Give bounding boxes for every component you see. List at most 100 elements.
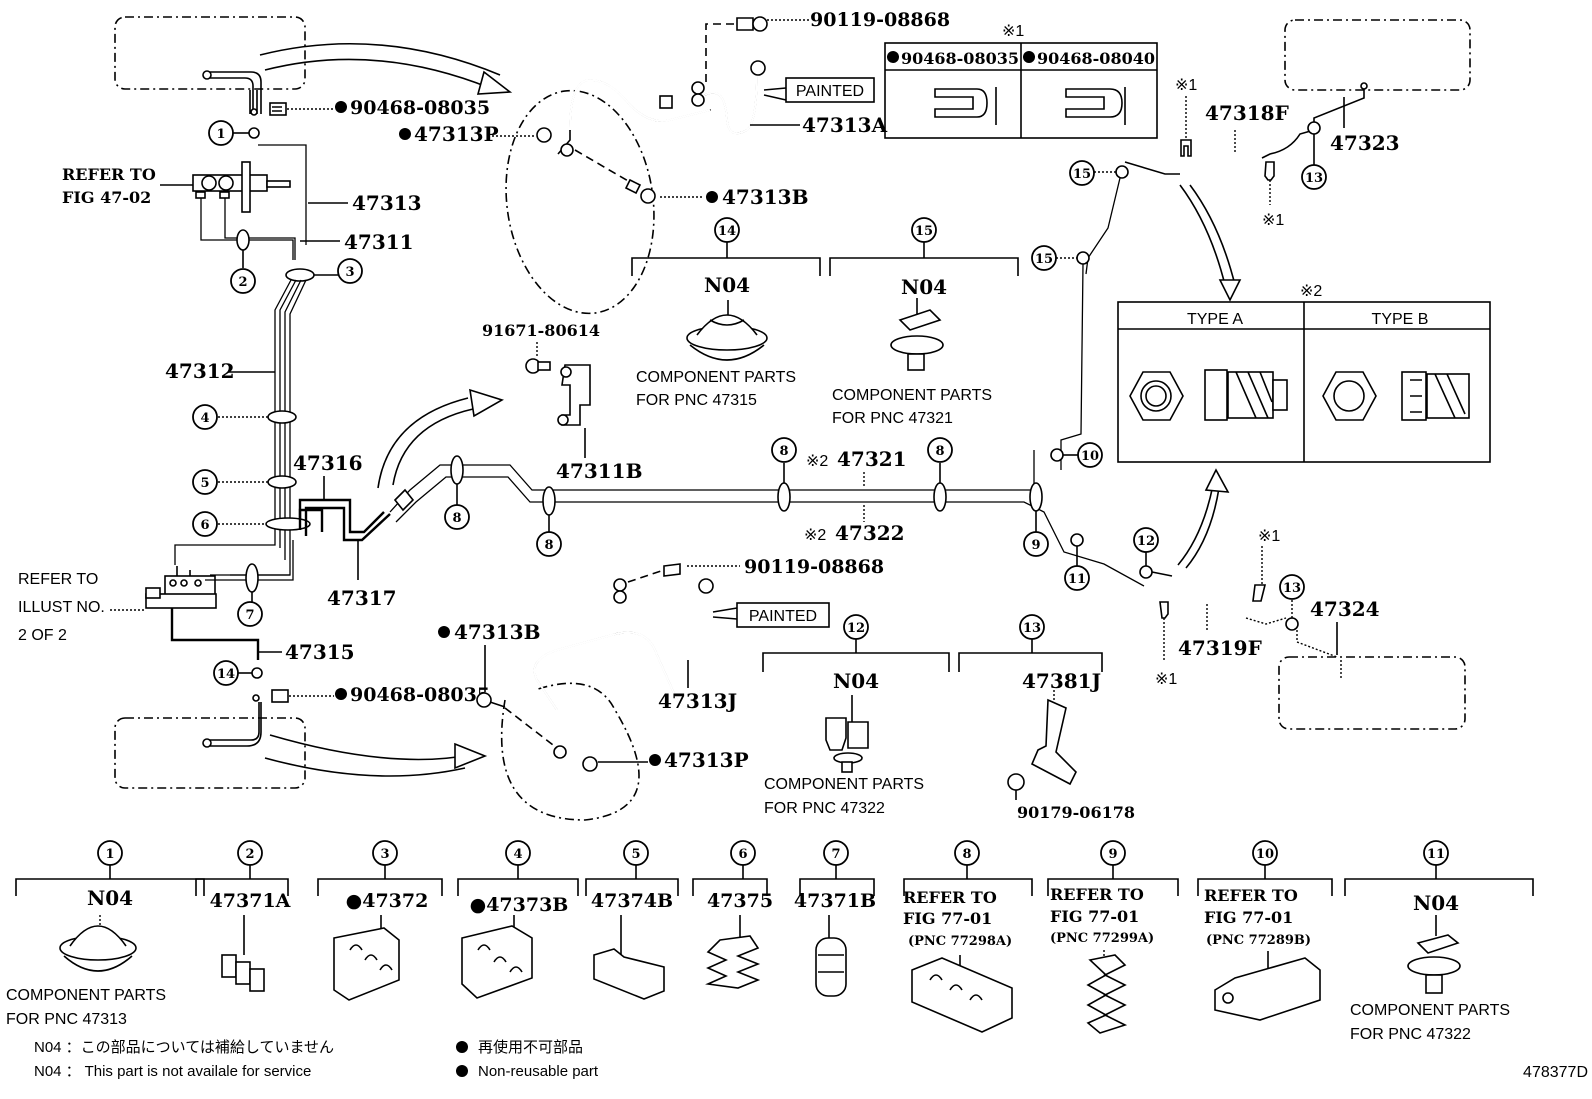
callout-9-circle xyxy=(1023,531,1049,557)
part-label-90119-08868-bottom[interactable]: 90119-08868 xyxy=(744,556,884,578)
part-label-47311B[interactable]: 47311B xyxy=(556,459,642,483)
part-label-47313[interactable]: 47313 xyxy=(352,191,422,215)
part-label-47313P-top[interactable]: 47313P xyxy=(414,122,499,146)
svg-text:6: 6 xyxy=(200,518,209,533)
brake-pipe-47316 xyxy=(298,498,385,534)
part-label-91671-80614[interactable]: 91671-80614 xyxy=(482,321,600,340)
part-label-47322[interactable]: 47322 xyxy=(835,521,905,545)
part-label-47315[interactable]: 47315 xyxy=(285,640,355,664)
rear-hose-bottom-detail xyxy=(476,563,714,821)
bracket-47311B xyxy=(525,358,591,426)
front-hose-top-detail xyxy=(505,16,768,315)
svg-text:11: 11 xyxy=(1427,847,1445,862)
svg-text:15: 15 xyxy=(1073,167,1091,182)
group-14-desc2: FOR PNC 47315 xyxy=(636,392,757,409)
part-label-47321[interactable]: 47321 xyxy=(837,447,907,471)
part-label-47313P-bottom[interactable]: 47313P xyxy=(664,748,749,772)
part-label-47317[interactable]: 47317 xyxy=(327,586,397,610)
clip-table-col-1[interactable]: 90468-08035 xyxy=(901,49,1019,68)
part-label-47313A[interactable]: 47313A xyxy=(802,113,888,137)
svg-text:3: 3 xyxy=(380,847,389,862)
bottom-group-10-line1: REFER TO xyxy=(1204,886,1298,905)
clip-icon xyxy=(1252,584,1267,602)
part-label-47313B-top[interactable]: 47313B xyxy=(722,185,808,209)
bottom-group-8-line1: REFER TO xyxy=(903,888,997,907)
refer-fig-47-02-line2[interactable]: FIG 47-02 xyxy=(62,188,151,207)
proportioning-valve xyxy=(192,161,291,213)
svg-text:13: 13 xyxy=(1305,171,1323,186)
top-left-reference-area xyxy=(114,16,513,116)
note1-mark: ※1 xyxy=(1258,528,1280,545)
callout-11-circle xyxy=(1064,565,1090,591)
svg-text:8: 8 xyxy=(779,444,788,459)
refer-illust-line1: REFER TO xyxy=(18,571,98,588)
callout-8-circle xyxy=(444,504,470,530)
svg-text:6: 6 xyxy=(738,847,747,862)
bottom-group-8-line2[interactable]: FIG 77-01 xyxy=(903,909,992,928)
bottom-group-11-part: N04 xyxy=(1413,891,1459,915)
group-14-part: N04 xyxy=(704,273,750,297)
type-b-header: TYPE B xyxy=(1372,311,1429,328)
part-label-47313J[interactable]: 47313J xyxy=(658,689,737,713)
bottom-group-2-part: 47371A xyxy=(210,890,291,912)
bottom-callout-group-1: 1 xyxy=(15,840,205,972)
svg-text:7: 7 xyxy=(245,608,254,623)
bottom-group-8-line3: (PNC 77298A) xyxy=(908,934,1012,949)
clip-icon xyxy=(1264,161,1275,181)
svg-text:4: 4 xyxy=(513,847,522,862)
svg-text:11: 11 xyxy=(1068,572,1086,587)
part-label-47312[interactable]: 47312 xyxy=(165,359,235,383)
svg-text:5: 5 xyxy=(200,476,209,491)
brake-pipe-47313 xyxy=(258,144,307,245)
junction-block xyxy=(145,540,294,609)
part-label-90468-08035-top[interactable]: 90468-08035 xyxy=(350,97,490,119)
group-13-part: 47381J xyxy=(1022,669,1101,693)
non-reusable-marker xyxy=(399,128,411,140)
clip-table-col-2[interactable]: 90468-08040 xyxy=(1037,49,1155,68)
non-reusable-marker xyxy=(335,688,347,700)
bottom-callout-group-11: 11 xyxy=(1344,840,1534,994)
svg-text:13: 13 xyxy=(1283,581,1301,596)
svg-text:2: 2 xyxy=(238,275,247,290)
type-a-header: TYPE A xyxy=(1187,311,1243,328)
bottom-group-1-part: N04 xyxy=(87,886,133,910)
bottom-callout-group-7: 7 xyxy=(799,840,875,997)
svg-text:8: 8 xyxy=(935,444,944,459)
part-label-47313B-bottom[interactable]: 47313B xyxy=(454,620,540,644)
part-label-47318F[interactable]: 47318F xyxy=(1205,101,1289,125)
figure-id: 478377D xyxy=(1523,1064,1588,1081)
group-12-part: N04 xyxy=(833,669,879,693)
part-label-47311[interactable]: 47311 xyxy=(344,230,414,254)
callout-4-circle xyxy=(192,404,218,430)
refer-illust-line3: 2 OF 2 xyxy=(18,627,67,644)
part-label-90119-08868-top[interactable]: 90119-08868 xyxy=(810,9,950,31)
group-13-sub[interactable]: 90179-06178 xyxy=(1017,803,1135,822)
brake-pipe-47317 xyxy=(304,506,391,542)
bottom-group-10-line2[interactable]: FIG 77-01 xyxy=(1204,908,1293,927)
part-label-90468-08035-bottom[interactable]: 90468-08035 xyxy=(350,684,490,706)
bottom-callout-group-5: 5 xyxy=(585,840,679,1000)
clip-icon xyxy=(269,102,287,116)
painted-tag-top xyxy=(785,77,875,103)
part-label-47324[interactable]: 47324 xyxy=(1310,597,1380,621)
callout-group-13: 13 xyxy=(958,614,1103,800)
non-reusable-marker xyxy=(706,191,718,203)
part-label-47316[interactable]: 47316 xyxy=(293,451,363,475)
svg-text:14: 14 xyxy=(217,667,235,682)
bottom-group-9-line1: REFER TO xyxy=(1050,885,1144,904)
clip-icon xyxy=(1159,601,1169,619)
part-label-47323[interactable]: 47323 xyxy=(1330,131,1400,155)
refer-illust-line2[interactable]: ILLUST NO. xyxy=(18,599,105,616)
callout-8-circle xyxy=(771,437,797,463)
callout-group-15: 15 xyxy=(829,217,1019,371)
svg-text:14: 14 xyxy=(718,224,736,239)
callout-6-circle xyxy=(192,511,218,537)
bottom-callout-group-3: 3 xyxy=(317,840,443,1001)
svg-text:9: 9 xyxy=(1108,847,1117,862)
bottom-group-11-desc1: COMPONENT PARTS xyxy=(1350,1002,1510,1019)
svg-text:10: 10 xyxy=(1256,847,1274,862)
svg-text:3: 3 xyxy=(345,265,354,280)
bottom-group-9-line2[interactable]: FIG 77-01 xyxy=(1050,907,1139,926)
part-label-47319F[interactable]: 47319F xyxy=(1178,636,1262,660)
legend-nonreuse-japanese: 再使用不可部品 xyxy=(478,1039,583,1056)
